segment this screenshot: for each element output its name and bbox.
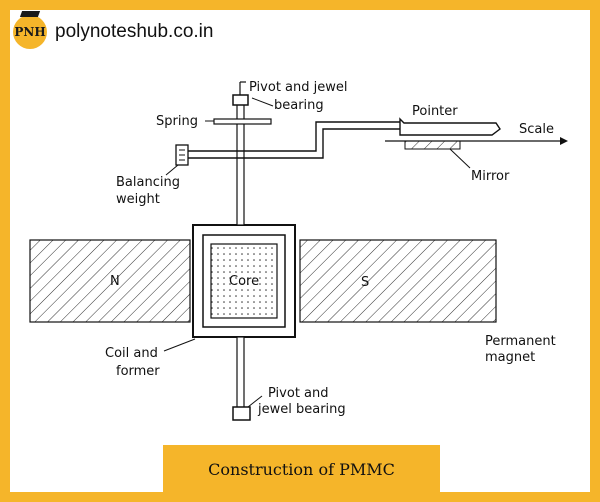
- pivot-bottom: [232, 406, 251, 421]
- label-pivot-bottom-2: jewel bearing: [257, 402, 346, 417]
- logo-text: PNH: [14, 25, 46, 39]
- figure-caption: Construction of PMMC: [163, 445, 440, 494]
- label-core: Core: [229, 274, 259, 289]
- pnh-logo: PNH: [13, 11, 47, 49]
- label-pivot-top-2: bearing: [274, 98, 324, 113]
- site-header[interactable]: PNH polynoteshub.co.in: [13, 11, 214, 49]
- pointer: [399, 117, 501, 136]
- site-name[interactable]: polynoteshub.co.in: [55, 21, 214, 42]
- label-north: N: [110, 274, 120, 289]
- label-pivot-top-1: Pivot and jewel: [249, 80, 347, 95]
- magnet-north: [29, 239, 191, 323]
- label-pivot-bottom-1: Pivot and: [268, 386, 329, 401]
- label-coil-2: former: [116, 364, 160, 379]
- label-balancing-2: weight: [116, 192, 160, 207]
- label-scale: Scale: [519, 122, 554, 137]
- spring: [213, 118, 272, 125]
- coil-former-inner: [202, 234, 286, 328]
- label-south: S: [361, 275, 369, 290]
- pivot-top: [232, 94, 249, 106]
- core: [210, 243, 278, 319]
- label-coil-1: Coil and: [105, 346, 158, 361]
- pointer-arm: [184, 121, 400, 152]
- label-magnet-1: Permanent: [485, 334, 556, 349]
- magnet-south: [299, 239, 497, 323]
- label-spring: Spring: [156, 114, 198, 129]
- label-magnet-2: magnet: [485, 350, 535, 365]
- label-balancing-1: Balancing: [116, 175, 180, 190]
- label-mirror: Mirror: [471, 169, 510, 184]
- label-pointer: Pointer: [412, 104, 458, 119]
- spindle-lower: [236, 336, 245, 410]
- mirror: [404, 140, 461, 150]
